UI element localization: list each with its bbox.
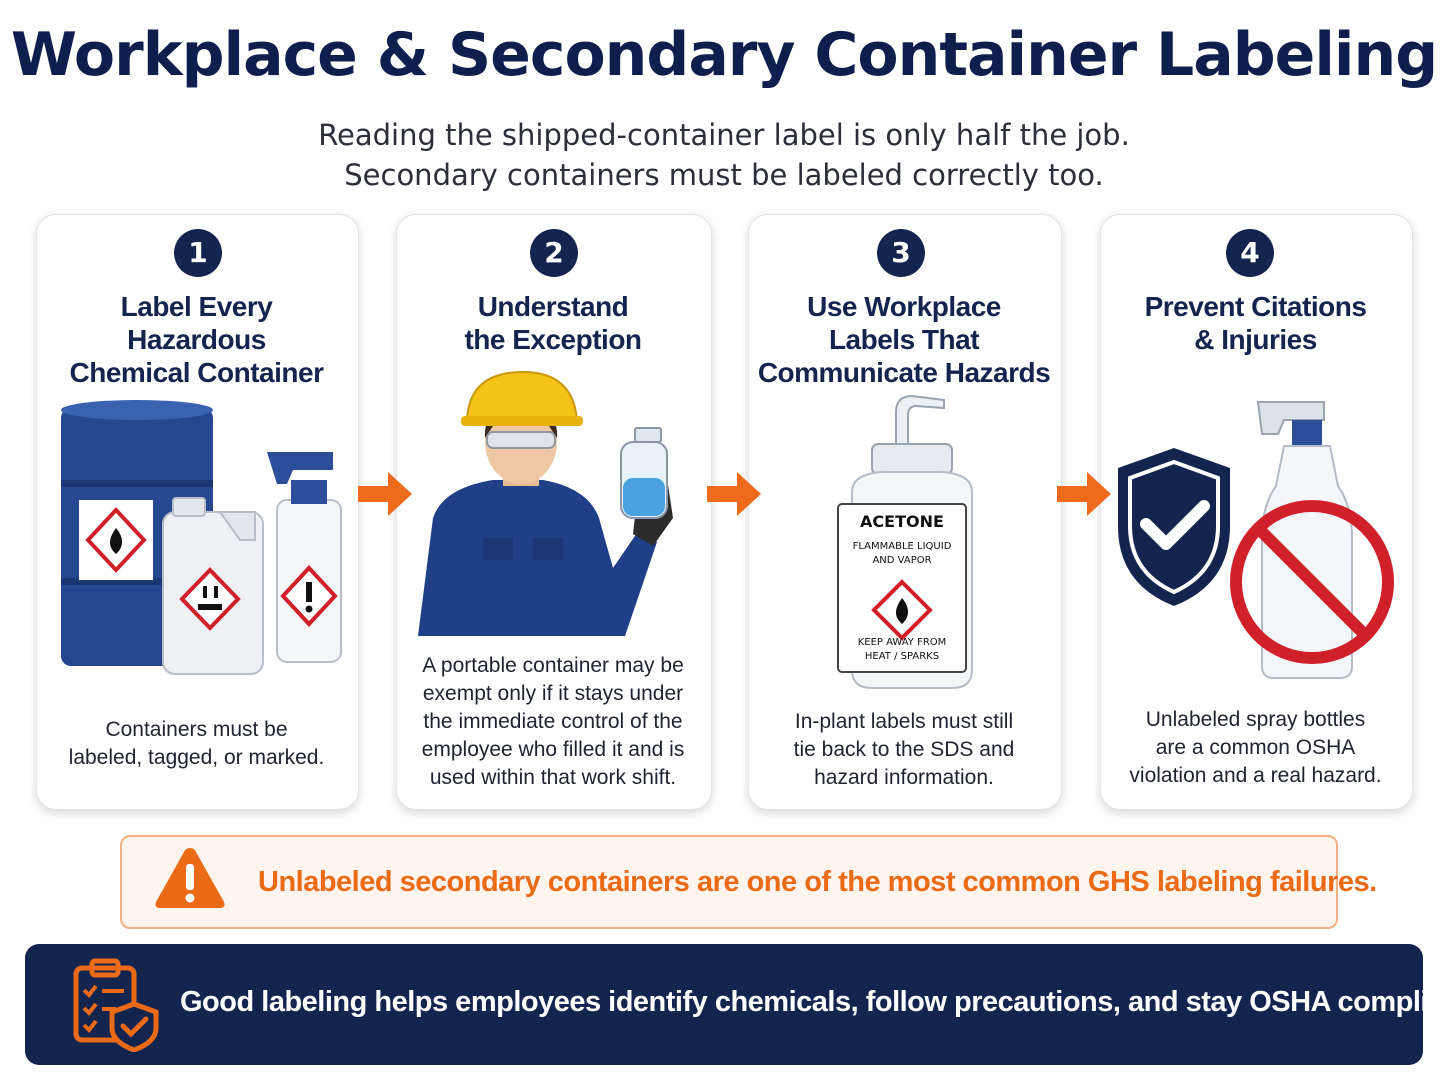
shield-check-icon [1118,448,1230,606]
subtitle-line-1: Reading the shipped-container label is o… [318,118,1130,152]
label-precaution: KEEP AWAY FROM HEAT / SPARKS [838,636,966,664]
step-text-3: In-plant labels must still tie back to t… [748,708,1060,792]
text-line: In-plant labels must still [794,710,1014,733]
wash-bottle-illustration [837,394,973,689]
subtitle-line-2: Secondary containers must be labeled cor… [344,158,1104,192]
precaution-line: KEEP AWAY FROM [857,637,947,648]
heading-line: & Injuries [1194,324,1317,355]
heading-line: Understand [477,291,629,322]
arrow-right-icon [358,472,412,516]
prevent-citations-illustration [1118,401,1394,679]
heading-line: Labels That [828,324,980,355]
heading-line: Label Every [120,291,273,322]
precaution-line: HEAT / SPARKS [864,651,940,662]
arrow-right-icon [1057,472,1111,516]
clipboard-shield-icon [73,958,159,1052]
spray-bottle-icon [267,452,342,663]
step-heading-3: Use Workplace Labels That Communicate Ha… [748,290,1060,389]
arrow-right-icon [707,472,761,516]
flame-pictogram-icon [871,579,933,641]
hazard-line: AND VAPOR [872,555,932,566]
safety-glasses-icon [486,431,556,449]
text-line: hazard information. [814,766,994,789]
text-line: violation and a real hazard. [1129,764,1382,787]
heading-line: the Exception [464,324,642,355]
text-line: exempt only if it stays under [422,682,684,705]
hard-hat-icon [461,370,583,426]
banner-text: Good labeling helps employees identify c… [180,986,1448,1018]
text-line: are a common OSHA [1155,736,1356,759]
heading-line: Hazardous [127,324,266,355]
text-line: Containers must be [105,718,288,741]
text-line: labeled, tagged, or marked. [68,746,325,769]
step-heading-1: Label Every Hazardous Chemical Container [36,290,357,389]
heading-line: Chemical Container [69,357,324,388]
step-number-4: 4 [1226,229,1274,277]
compliance-banner [25,944,1423,1065]
warning-triangle-icon [155,848,225,908]
step-number-1: 1 [174,229,222,277]
corrosion-pictogram-icon [179,567,241,631]
page-title: Workplace & Secondary Container Labeling [10,20,1438,90]
hazard-line: FLAMMABLE LIQUID [852,541,952,552]
prohibition-icon [1230,500,1394,664]
flame-pictogram-icon [85,507,147,573]
heading-line: Prevent Citations [1144,291,1367,322]
step-number-2: 2 [530,229,578,277]
sample-bottle-icon [620,427,668,519]
text-line: employee who filled it and is [421,738,685,761]
text-line: tie back to the SDS and [793,738,1015,761]
step-number-3: 3 [877,229,925,277]
heading-line: Use Workplace [807,291,1001,322]
step-text-1: Containers must be labeled, tagged, or m… [36,716,357,772]
text-line: used within that work shift. [429,766,677,789]
heading-line: Communicate Hazards [757,357,1051,388]
hazardous-containers-illustration [61,400,342,675]
warning-text: Unlabeled secondary containers are one o… [258,866,1377,898]
step-heading-4: Prevent Citations & Injuries [1100,290,1411,356]
label-hazard-statement: FLAMMABLE LIQUID AND VAPOR [838,540,966,568]
worker-body [418,480,657,636]
exclamation-pictogram-icon [280,565,338,627]
text-line: Unlabeled spray bottles [1145,708,1366,731]
step-text-4: Unlabeled spray bottles are a common OSH… [1100,706,1411,790]
step-heading-2: Understand the Exception [396,290,710,356]
text-line: A portable container may be [422,654,684,677]
step-text-2: A portable container may be exempt only … [396,652,710,792]
worker-illustration [418,370,673,636]
text-line: the immediate control of the [423,710,683,733]
warning-callout [120,835,1338,929]
label-chemical-name: ACETONE [860,512,944,531]
